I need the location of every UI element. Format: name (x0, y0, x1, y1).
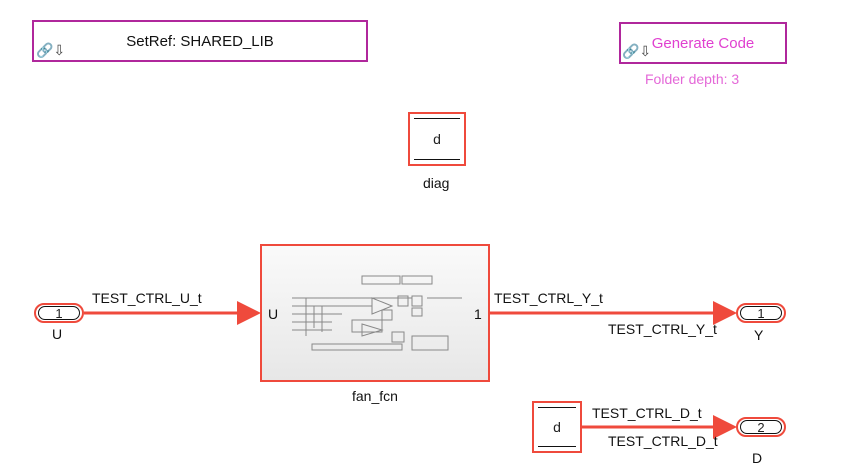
outport-y-number: 1 (757, 305, 765, 321)
fan-fcn-subsystem[interactable]: U 1 (260, 244, 490, 382)
link-icon: 🔗⇩ (36, 42, 66, 58)
outport-d-name: D (752, 450, 763, 466)
signal-label-d-top[interactable]: TEST_CTRL_D_t (592, 405, 702, 421)
signal-label-d-bottom[interactable]: TEST_CTRL_D_t (608, 433, 718, 449)
subsystem-name: fan_fcn (352, 388, 398, 404)
signal-label-y-top[interactable]: TEST_CTRL_Y_t (494, 290, 603, 306)
inport-u-number: 1 (55, 305, 63, 321)
folder-depth-label: Folder depth: 3 (645, 71, 740, 87)
diag-block-text: d (433, 131, 441, 147)
signal-label-u[interactable]: TEST_CTRL_U_t (92, 290, 202, 306)
diag-block[interactable]: d (408, 112, 466, 166)
outport-d-number: 2 (757, 419, 765, 435)
d-source-text: d (553, 419, 561, 435)
d-source-block[interactable]: d (532, 401, 582, 453)
setref-label: SetRef: SHARED_LIB (126, 32, 274, 50)
inport-u-name: U (52, 326, 63, 342)
subsystem-out-port: 1 (474, 306, 482, 322)
inport-u[interactable]: 1 (34, 303, 84, 323)
subsystem-in-port: U (268, 306, 279, 322)
outport-y-name: Y (754, 327, 764, 343)
link-icon: 🔗⇩ (622, 43, 652, 59)
subsystem-preview-icon (292, 275, 462, 351)
signal-label-y-bottom[interactable]: TEST_CTRL_Y_t (608, 321, 717, 337)
setref-block[interactable]: SetRef: SHARED_LIB (32, 20, 368, 62)
diag-name: diag (423, 175, 450, 191)
generate-code-block[interactable]: Generate Code (619, 22, 787, 64)
generate-code-label: Generate Code (651, 34, 755, 52)
outport-d[interactable]: 2 (736, 417, 786, 437)
outport-y[interactable]: 1 (736, 303, 786, 323)
